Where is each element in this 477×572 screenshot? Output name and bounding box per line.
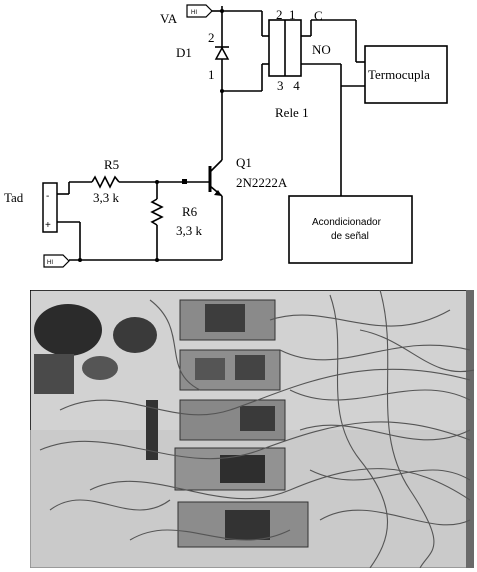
tad-label: Tad bbox=[4, 190, 24, 205]
transistor-name: Q1 bbox=[236, 155, 252, 170]
va-hi-tag: HI bbox=[186, 4, 213, 18]
r6-name: R6 bbox=[182, 204, 198, 219]
ground-hi-tag: HI bbox=[43, 254, 70, 268]
resistor-r5 bbox=[69, 175, 157, 189]
conditioner-line2: de señal bbox=[331, 231, 369, 242]
left-equipment bbox=[34, 304, 158, 460]
transistor-model: 2N2222A bbox=[236, 175, 288, 190]
tad-connector bbox=[42, 182, 81, 260]
diode-name: D1 bbox=[176, 45, 192, 60]
diode-pin-top: 2 bbox=[208, 30, 215, 45]
va-label: VA bbox=[160, 11, 178, 26]
hardware-photo bbox=[30, 290, 474, 568]
r6-value: 3,3 k bbox=[176, 223, 203, 238]
thermocouple-label: Termocupla bbox=[368, 67, 430, 82]
relay-pins-bottom: 3 4 bbox=[277, 78, 300, 93]
relay-pin-no: NO bbox=[312, 42, 331, 57]
r5-value: 3,3 k bbox=[93, 190, 120, 205]
relay-pins-top: 2 1 bbox=[276, 7, 296, 22]
diode-d1 bbox=[214, 46, 230, 60]
diode-pin-bottom: 1 bbox=[208, 67, 215, 82]
resistor-r6 bbox=[150, 182, 164, 260]
thermocouple-box bbox=[364, 45, 448, 104]
ground-hi-tag-text: HI bbox=[47, 260, 53, 266]
signal-conditioner-box bbox=[288, 195, 413, 264]
board-stack bbox=[174, 299, 309, 548]
va-hi-tag-text: HI bbox=[191, 10, 197, 16]
circuit-schematic: HI VA D1 2 1 2 1 C NO 3 4 Rele 1 Termocu… bbox=[4, 4, 448, 268]
wire-bundle bbox=[39, 290, 474, 568]
conditioner-line1: Acondicionador bbox=[312, 217, 382, 228]
relay-1 bbox=[268, 19, 302, 77]
transistor-q1 bbox=[208, 159, 223, 260]
relay-pin-c: C bbox=[314, 8, 323, 23]
tad-plus: + bbox=[45, 220, 51, 231]
tad-minus: - bbox=[46, 191, 49, 202]
relay-name: Rele 1 bbox=[275, 105, 309, 120]
r5-name: R5 bbox=[104, 157, 119, 172]
